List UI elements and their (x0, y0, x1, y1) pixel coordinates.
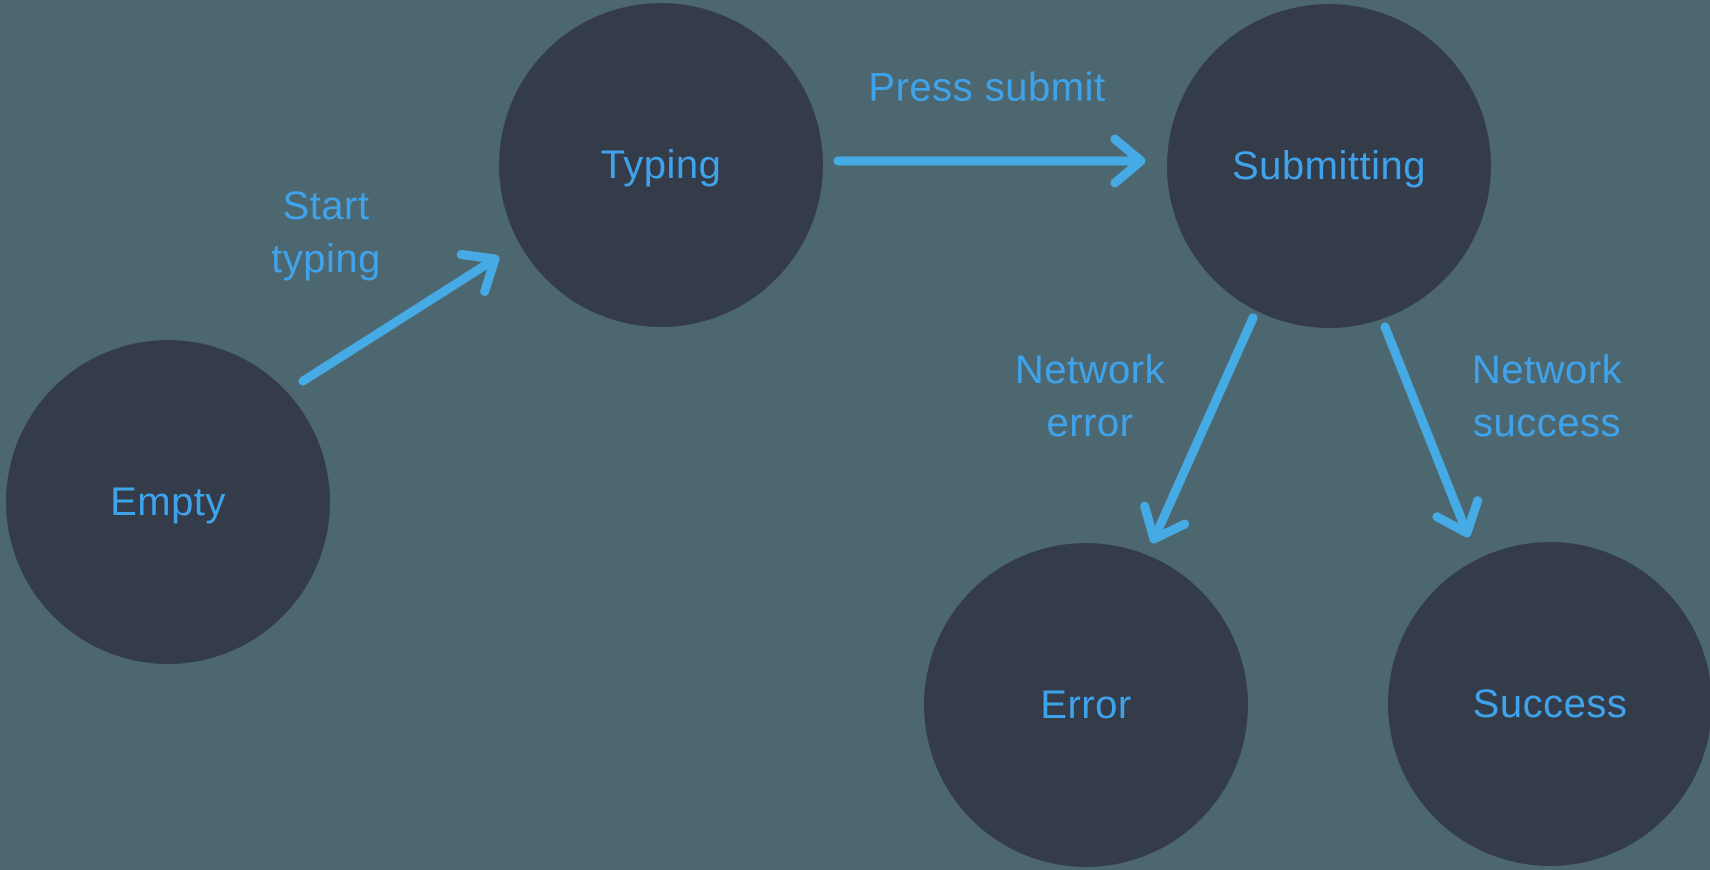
arrowhead-icon (1432, 496, 1483, 538)
transition-label-line: error (1046, 401, 1134, 445)
transition-label-line: Start (282, 184, 370, 228)
state-node-error: Error (924, 543, 1248, 867)
state-label-empty: Empty (110, 479, 226, 524)
state-node-submitting: Submitting (1167, 4, 1491, 328)
arrowhead-icon (1110, 134, 1146, 188)
transition-label-start-typing: Start typing (271, 180, 381, 286)
state-label-typing: Typing (600, 142, 722, 187)
transition-shaft-network-success (1380, 322, 1470, 533)
state-label-error: Error (1040, 682, 1132, 727)
transition-label-line: Press submit (868, 65, 1106, 110)
transition-label-press-submit: Press submit (868, 62, 1105, 115)
transition-arrow-network-success (1380, 322, 1483, 538)
state-node-empty: Empty (6, 340, 330, 664)
state-label-success: Success (1472, 681, 1628, 726)
transition-shaft-start-typing (298, 257, 496, 386)
transition-label-line: success (1472, 401, 1621, 445)
transition-arrow-start-typing (298, 250, 500, 386)
transition-arrow-press-submit (833, 134, 1146, 188)
state-label-submitting: Submitting (1232, 143, 1426, 188)
state-node-success: Success (1388, 542, 1710, 866)
transition-shaft-network-error (1151, 313, 1258, 539)
transition-label-network-success: Network success (1472, 344, 1622, 450)
transition-label-line: typing (271, 237, 381, 281)
transition-arrow-network-error (1140, 313, 1258, 544)
transition-label-line: Network (1014, 348, 1166, 392)
transition-label-line: Network (1471, 348, 1623, 392)
arrowhead-icon (1140, 501, 1190, 544)
state-node-typing: Typing (499, 3, 823, 327)
arrowhead-icon (456, 250, 500, 296)
transition-label-network-error: Network error (1015, 344, 1165, 450)
